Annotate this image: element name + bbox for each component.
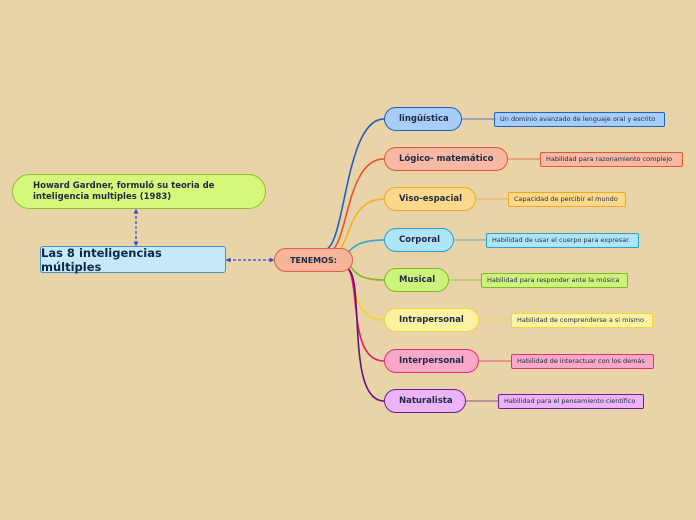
central-topic[interactable]: Las 8 inteligencias múltiples bbox=[40, 245, 226, 274]
branch-4-label: Musical bbox=[399, 275, 436, 285]
branch-6-detail[interactable]: Habilidad de interactuar con los demás bbox=[511, 353, 654, 369]
branch-7-detail[interactable]: Habilidad para el pensamiento científico bbox=[498, 393, 644, 409]
branch-6-label: Interpersonal bbox=[399, 356, 464, 366]
branch-3-detail[interactable]: Habilidad de usar el cuerpo para expresa… bbox=[486, 232, 639, 248]
branch-3-detail-text: Habilidad de usar el cuerpo para expresa… bbox=[492, 236, 631, 244]
hub-label: TENEMOS: bbox=[290, 255, 337, 265]
branch-5-node[interactable]: Intrapersonal bbox=[384, 308, 479, 332]
branch-1-detail-text: Habilidad para razonamiento complejo bbox=[546, 155, 673, 163]
branch-0-detail-text: Un dominio avanzado de lenguaje oral y e… bbox=[500, 115, 656, 123]
central-topic-label: Las 8 inteligencias múltiples bbox=[41, 245, 162, 274]
gardner-note-text: Howard Gardner, formuló su teoria de int… bbox=[33, 180, 215, 202]
branch-5-connector bbox=[338, 261, 385, 321]
branch-0-connector bbox=[323, 118, 385, 251]
branch-5-detail-text: Habilidad de comprenderse a si mismo bbox=[517, 316, 644, 324]
branch-0-node[interactable]: lingüística bbox=[384, 107, 462, 131]
gardner-note[interactable]: Howard Gardner, formuló su teoria de int… bbox=[12, 174, 266, 209]
branch-7-node[interactable]: Naturalista bbox=[384, 389, 466, 413]
branch-3-node[interactable]: Corporal bbox=[384, 228, 454, 252]
branch-7-detail-text: Habilidad para el pensamiento científico bbox=[504, 397, 636, 405]
branch-2-label: Viso-espacial bbox=[399, 194, 463, 204]
branch-1-detail[interactable]: Habilidad para razonamiento complejo bbox=[540, 151, 683, 167]
branch-1-connector bbox=[326, 158, 385, 254]
branch-6-node[interactable]: Interpersonal bbox=[384, 349, 479, 373]
branch-5-label: Intrapersonal bbox=[399, 315, 464, 325]
branch-7-label: Naturalista bbox=[399, 396, 453, 406]
hub-node[interactable]: TENEMOS: bbox=[274, 248, 353, 272]
branch-2-detail[interactable]: Capacidad de percibir el mundo bbox=[508, 191, 626, 207]
branch-0-detail[interactable]: Un dominio avanzado de lenguaje oral y e… bbox=[494, 111, 665, 127]
branch-0-label: lingüística bbox=[399, 114, 449, 124]
branch-4-detail-text: Habilidad para responder ante la música bbox=[487, 276, 620, 284]
branch-7-connector bbox=[344, 266, 385, 402]
branch-3-label: Corporal bbox=[399, 235, 441, 245]
branch-2-node[interactable]: Viso-espacial bbox=[384, 187, 476, 211]
branch-1-label: Lógico- matemático bbox=[399, 154, 494, 164]
branch-1-node[interactable]: Lógico- matemático bbox=[384, 147, 508, 171]
branch-5-detail[interactable]: Habilidad de comprenderse a si mismo bbox=[511, 312, 653, 328]
branch-4-detail[interactable]: Habilidad para responder ante la música bbox=[481, 272, 628, 288]
branch-2-detail-text: Capacidad de percibir el mundo bbox=[514, 195, 618, 203]
branch-6-detail-text: Habilidad de interactuar con los demás bbox=[517, 357, 645, 365]
branch-4-node[interactable]: Musical bbox=[384, 268, 449, 292]
